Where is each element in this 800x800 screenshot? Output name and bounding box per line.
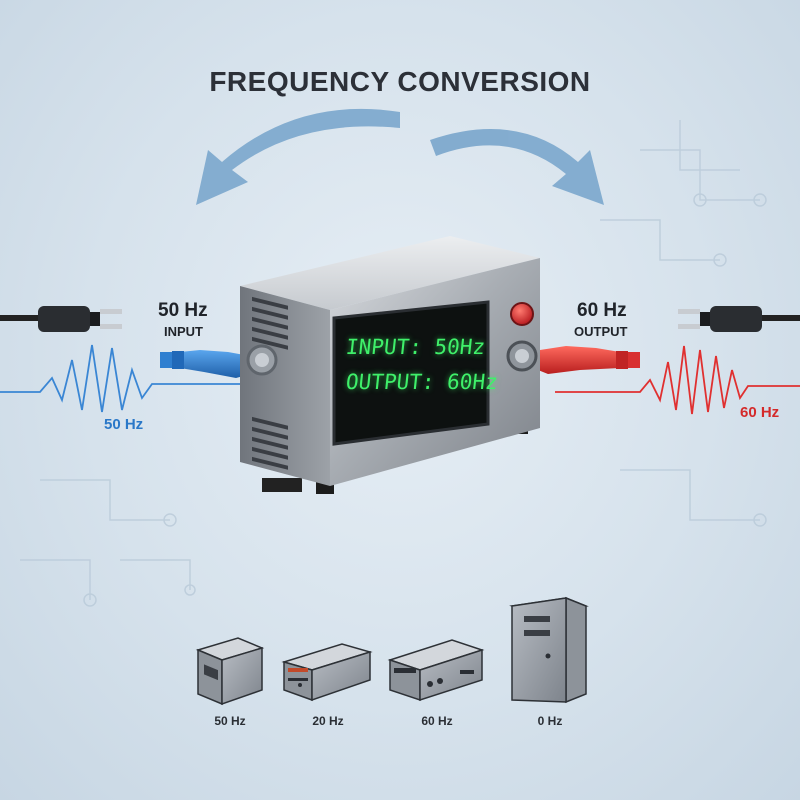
right-curved-arrow <box>430 129 604 205</box>
input-waveform <box>0 344 240 413</box>
audio-receiver-icon <box>281 643 373 702</box>
output-frequency: 60 Hz <box>577 300 627 321</box>
device-label-2: 20 Hz <box>312 714 344 728</box>
input-wave-label: 50 Hz <box>104 416 144 433</box>
frequency-converter-device <box>240 236 540 494</box>
device-label-1: 50 Hz <box>214 714 246 728</box>
input-plug-icon <box>0 306 122 332</box>
display-output-reading: OUTPUT: 60Hz <box>344 370 499 394</box>
device-label-3: 60 Hz <box>421 714 453 728</box>
vent-slots <box>252 296 288 470</box>
display-input-reading: INPUT: 50Hz <box>344 335 487 359</box>
circuit-background <box>20 120 767 607</box>
tower-pc-icon <box>509 596 589 704</box>
left-curved-arrow <box>196 108 400 205</box>
output-wave-label: 60 Hz <box>740 404 780 421</box>
input-label: INPUT <box>164 324 203 339</box>
conversion-arrows <box>196 108 604 205</box>
output-label: OUTPUT <box>574 324 628 339</box>
input-frequency: 50 Hz <box>158 300 208 321</box>
diagram-title: FREQUENCY CONVERSION <box>209 66 591 97</box>
power-button <box>510 302 534 326</box>
output-waveform <box>555 345 800 415</box>
output-cable <box>528 346 800 374</box>
device-label-4: 0 Hz <box>537 714 563 728</box>
lcd-display <box>332 300 490 446</box>
input-cable <box>0 350 258 378</box>
output-plug-icon <box>678 306 800 332</box>
small-box-device-icon <box>195 637 265 706</box>
media-player-icon <box>387 639 485 702</box>
